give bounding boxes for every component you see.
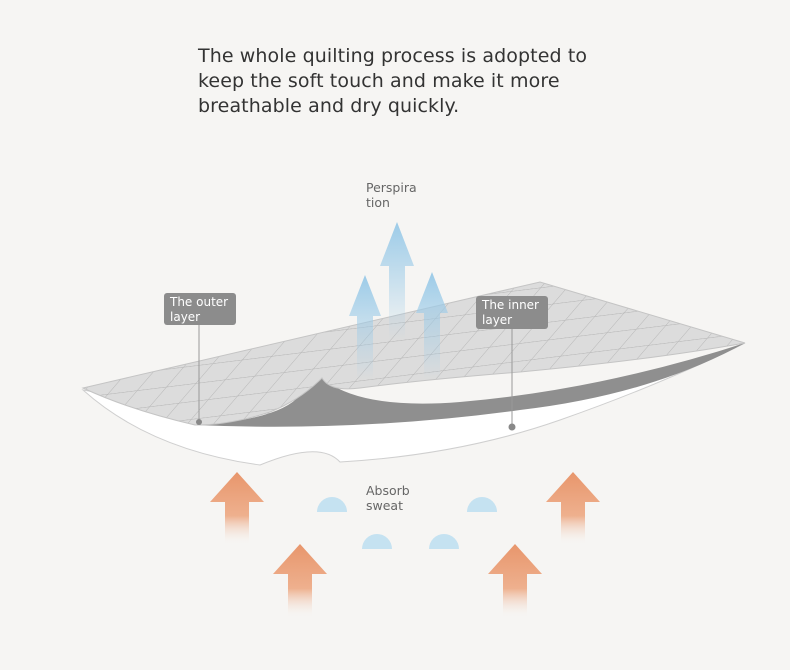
outer-layer-tag: The outer layer [164, 293, 236, 325]
heat-arrows [210, 472, 600, 618]
headline: The whole quilting process is adopted to… [198, 45, 588, 117]
perspiration-arrows [349, 222, 448, 380]
perspiration-label: Perspira tion [366, 180, 417, 210]
blue-arrow-icon [349, 275, 381, 380]
sweat-drops [317, 497, 497, 549]
blue-arrow-icon [380, 222, 414, 340]
sweat-drop-icon [362, 534, 392, 549]
blue-arrow-icon [416, 272, 448, 380]
sweat-drop-icon [467, 497, 497, 512]
absorb-sweat-label: Absorb sweat [366, 483, 410, 513]
inner-layer-tag: The inner layer [476, 296, 548, 329]
top-surface [81, 281, 746, 426]
orange-arrow-icon [273, 544, 327, 618]
inner-under-layer [195, 343, 745, 427]
orange-arrow-icon [210, 472, 264, 545]
sweat-drop-icon [317, 497, 347, 512]
orange-arrow-icon [546, 472, 600, 545]
orange-arrow-icon [488, 544, 542, 618]
sweat-drop-icon [429, 534, 459, 549]
